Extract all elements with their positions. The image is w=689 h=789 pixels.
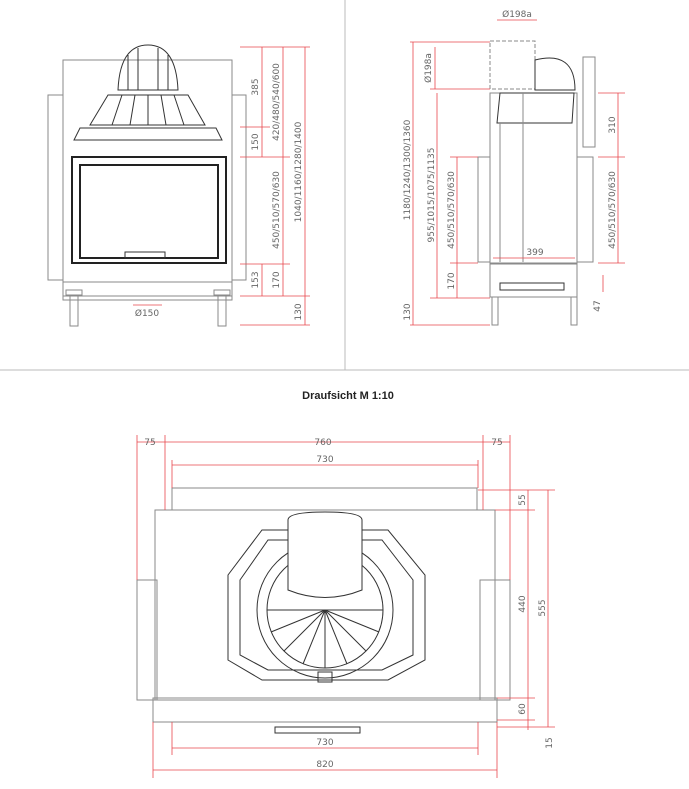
section-title: Draufsicht M 1:10 xyxy=(302,390,394,402)
dim-inner-bottom-width: 730 xyxy=(316,738,333,748)
dim-flue-top-diameter: Ø198a xyxy=(502,9,532,20)
dim-back: 55 xyxy=(518,494,528,505)
top-view: 75 760 75 730 730 820 55 440 555 60 15 xyxy=(136,435,555,778)
dim-width: 760 xyxy=(314,438,331,448)
dim-total-height: 1040/1160/1280/1400 xyxy=(294,121,304,222)
front-view: Ø150 385 150 153 420/480/540/600 450/510… xyxy=(47,44,310,327)
dim-mid-height: 150 xyxy=(251,133,261,150)
dim-door-height: 450/510/570/630 xyxy=(272,171,282,249)
dim-front-lip: 15 xyxy=(545,737,555,748)
dim-base-height: 170 xyxy=(272,271,282,288)
dim-outer-width: 820 xyxy=(316,760,333,770)
dim-back-door-height: 450/510/570/630 xyxy=(608,171,618,249)
dim-base-height: 170 xyxy=(447,272,457,289)
dim-foot: 47 xyxy=(593,300,603,311)
dim-flue-height: 955/1015/1075/1135 xyxy=(427,148,437,243)
dim-top-height: 385 xyxy=(251,78,261,95)
dim-leg-height: 130 xyxy=(294,303,304,320)
dim-depth: 440 xyxy=(518,595,528,612)
dim-inner-top-width: 730 xyxy=(316,455,333,465)
dim-back-height: 310 xyxy=(608,116,618,133)
dim-total-depth: 555 xyxy=(538,599,548,616)
dim-flue-side-diameter: Ø198a xyxy=(423,53,434,83)
side-view: Ø198a Ø198a 1180/1240/1300/1360 955/1015… xyxy=(403,9,625,326)
dim-door-height: 450/510/570/630 xyxy=(447,171,457,249)
dim-leg-height: 130 xyxy=(403,303,413,320)
dim-right-panel: 75 xyxy=(491,438,502,448)
dim-front: 60 xyxy=(518,703,528,715)
dim-total-height: 1180/1240/1300/1360 xyxy=(403,119,413,220)
dim-bottom-height: 153 xyxy=(251,271,261,288)
dim-flue-diameter: Ø150 xyxy=(135,308,160,319)
dim-hood-height: 420/480/540/600 xyxy=(272,63,282,141)
dim-depth: 399 xyxy=(526,248,543,258)
dim-left-panel: 75 xyxy=(144,438,155,448)
